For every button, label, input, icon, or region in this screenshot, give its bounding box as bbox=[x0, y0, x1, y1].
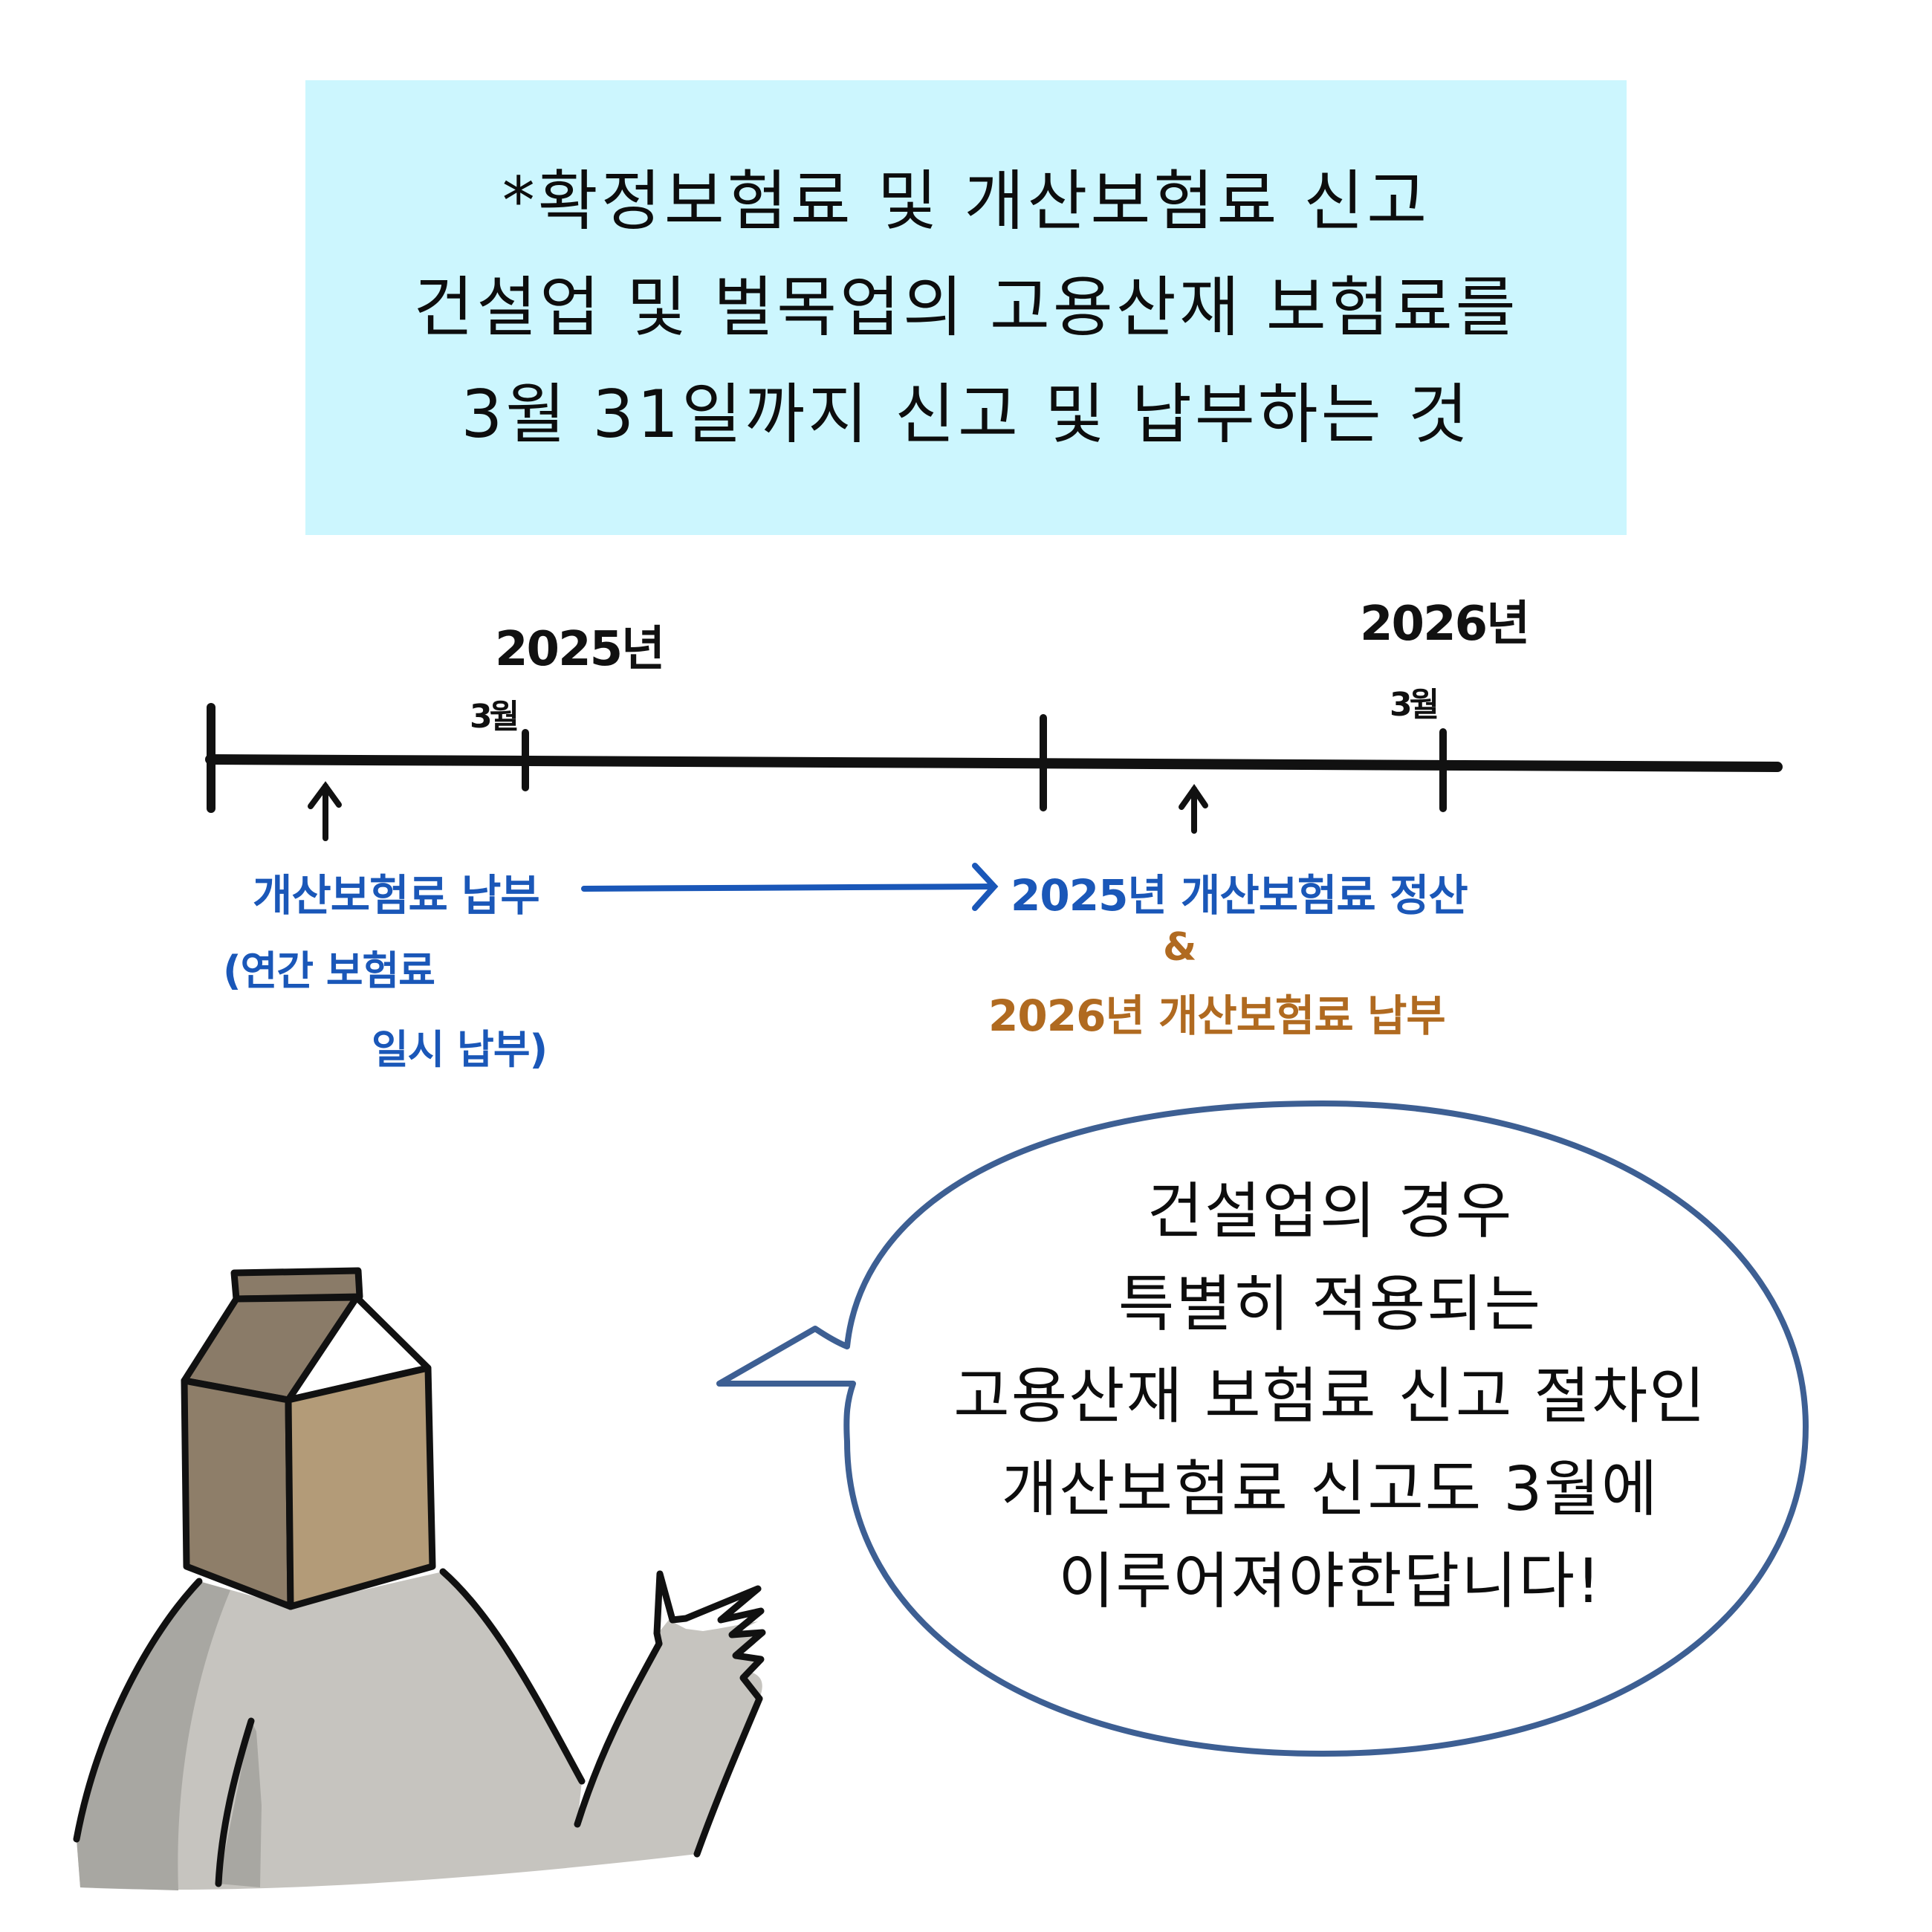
arrow-up-icon bbox=[1179, 783, 1208, 834]
bubble-line-1: 건설업의 경우 bbox=[1147, 1176, 1514, 1247]
arm-outline-outer bbox=[693, 1695, 763, 1858]
speech-bubble-text: 건설업의 경우 특별히 적용되는 고용산재 보험료 신고 절차인 개산보험료 신… bbox=[903, 1174, 1757, 1621]
month-label-2026-march: 3월 bbox=[1390, 686, 1439, 724]
arm-outline-inner bbox=[574, 1640, 663, 1828]
bubble-line-4: 개산보험료 신고도 3월에 bbox=[1001, 1453, 1659, 1525]
year-label-2025: 2025년 bbox=[495, 622, 665, 677]
arrow-right-icon bbox=[581, 863, 999, 911]
bubble-line-3: 고용산재 보험료 신고 절차인 bbox=[953, 1361, 1707, 1432]
definition-line-2: 건설업 및 벌목업의 고용산재 보험료를 bbox=[413, 269, 1519, 346]
hand-outline bbox=[653, 1570, 766, 1702]
bubble-line-5: 이루어져야한답니다! bbox=[1058, 1546, 1602, 1617]
definition-box: *확정보험료 및 개산보험료 신고 건설업 및 벌목업의 고용산재 보험료를 3… bbox=[305, 80, 1627, 535]
body-outline-left bbox=[73, 1578, 203, 1843]
definition-line-1: *확정보험료 및 개산보험료 신고 bbox=[502, 162, 1430, 239]
note-advance-premium-payment: 개산보험료 납부 bbox=[253, 870, 540, 921]
definition-line-3: 3월 31일까지 신고 및 납부하는 것 bbox=[461, 375, 1471, 453]
note-lump-sum-payment: 일시 납부) bbox=[372, 1026, 548, 1073]
note-ampersand: & bbox=[1163, 925, 1196, 970]
timeline-axis bbox=[205, 754, 1783, 772]
note-2026-payment: 2026년 개산보험료 납부 bbox=[988, 991, 1446, 1041]
bubble-line-2: 특별히 적용되는 bbox=[1118, 1268, 1543, 1340]
milk-carton-head-icon bbox=[181, 1267, 436, 1610]
year-label-2026: 2026년 bbox=[1360, 597, 1530, 652]
note-2025-settlement: 2025년 개산보험료 정산 bbox=[1011, 870, 1468, 921]
body-inner-line bbox=[215, 1717, 255, 1887]
month-label-2025-march: 3월 bbox=[470, 698, 519, 736]
body-outline-right bbox=[439, 1568, 586, 1785]
note-annual-premium: (연간 보험료 bbox=[223, 947, 435, 994]
arrow-up-icon bbox=[308, 781, 342, 841]
